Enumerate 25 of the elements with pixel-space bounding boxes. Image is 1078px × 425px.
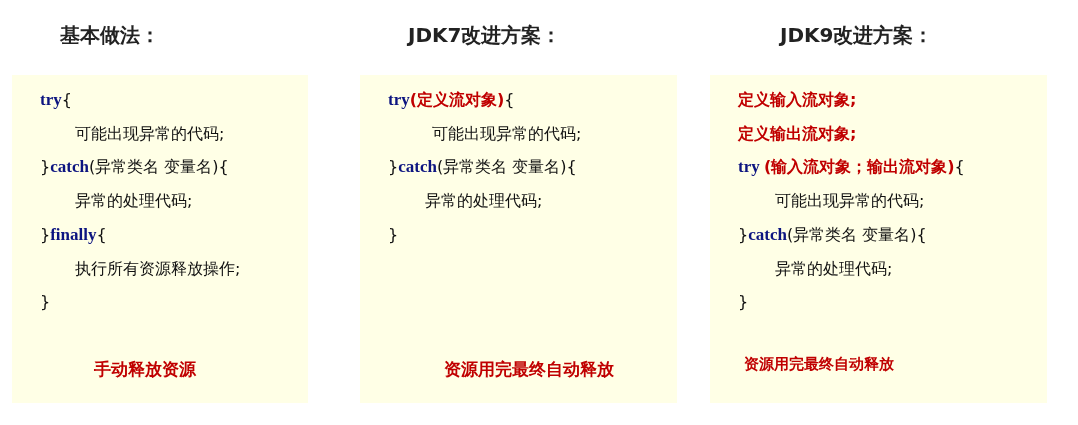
code-line: 异常的处理代码; [425,191,543,212]
panel-heading: 基本做法： [60,22,160,49]
code-line: 执行所有资源释放操作; [75,258,241,279]
note-text: 资源用完最终自动释放 [444,358,614,381]
note-text: 资源用完最终自动释放 [744,355,894,374]
code-line: 定义输出流对象; [738,123,857,144]
code-line: 定义输入流对象; [738,90,857,110]
code-line: 可能出现异常的代码; [75,123,225,144]
code-line: } [40,292,51,313]
code-line: 可能出现异常的代码; [432,123,582,144]
code-line: }catch(异常类名 变量名){ [388,157,577,178]
code-line: 可能出现异常的代码; [775,191,925,212]
panel-heading: JDK7改进方案： [408,22,562,49]
code-line: 异常的处理代码; [75,191,193,212]
code-line: } [738,292,749,313]
code-line: try (输入流对象；输出流对象){ [738,157,965,178]
code-line: }catch(异常类名 变量名){ [40,157,229,178]
note-text: 手动释放资源 [94,358,196,381]
code-line: 异常的处理代码; [775,258,893,279]
code-line: }finally{ [40,224,107,245]
code-line: }catch(异常类名 变量名){ [738,224,927,245]
code-line: } [388,224,399,245]
code-line: try(定义流对象){ [388,90,515,110]
panel-heading: JDK9改进方案： [780,22,934,49]
code-line: try{ [40,90,72,110]
